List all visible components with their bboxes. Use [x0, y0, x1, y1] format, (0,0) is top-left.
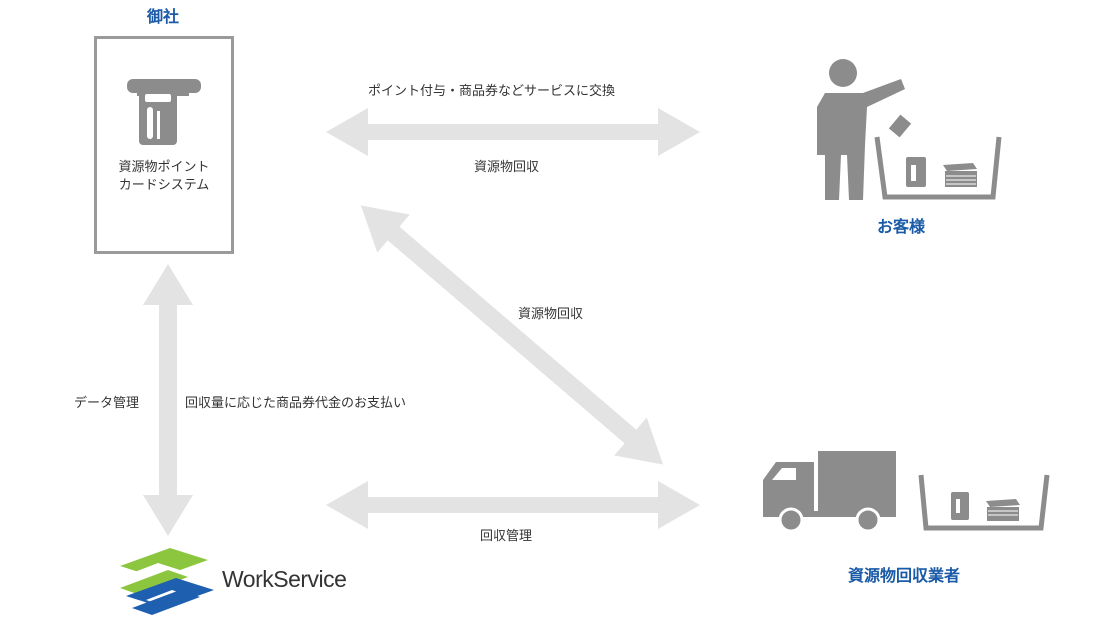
card-reader-icon: [127, 79, 201, 145]
customer-icon: [817, 59, 1002, 200]
company-title: 御社: [147, 7, 180, 26]
label-company-customer-bottom: 資源物回収: [474, 160, 540, 175]
system-label-line2: カードシステム: [118, 178, 210, 193]
system-label-line1: 資源物ポイント: [118, 160, 210, 175]
label-vertical-right: 回収量に応じた商品券代金のお支払い: [185, 396, 407, 411]
workservice-logo-icon: [120, 548, 214, 615]
arrow-company-customer: [326, 108, 700, 156]
label-diagonal: 資源物回収: [518, 307, 584, 322]
collector-title: 資源物回収業者: [848, 566, 961, 585]
label-workservice-collector: 回収管理: [480, 529, 533, 544]
arrow-workservice-collector: [326, 481, 700, 529]
point-card-system-box: 資源物ポイント カードシステム: [94, 36, 234, 254]
label-vertical-left: データ管理: [74, 396, 140, 411]
workservice-name: WorkService: [222, 566, 347, 592]
collector-icon: [763, 451, 1050, 533]
arrow-diagonal: [360, 205, 664, 465]
customer-title: お客様: [877, 217, 926, 236]
label-company-customer-top: ポイント付与・商品券などサービスに交換: [368, 84, 616, 99]
arrow-vertical: [143, 264, 193, 536]
